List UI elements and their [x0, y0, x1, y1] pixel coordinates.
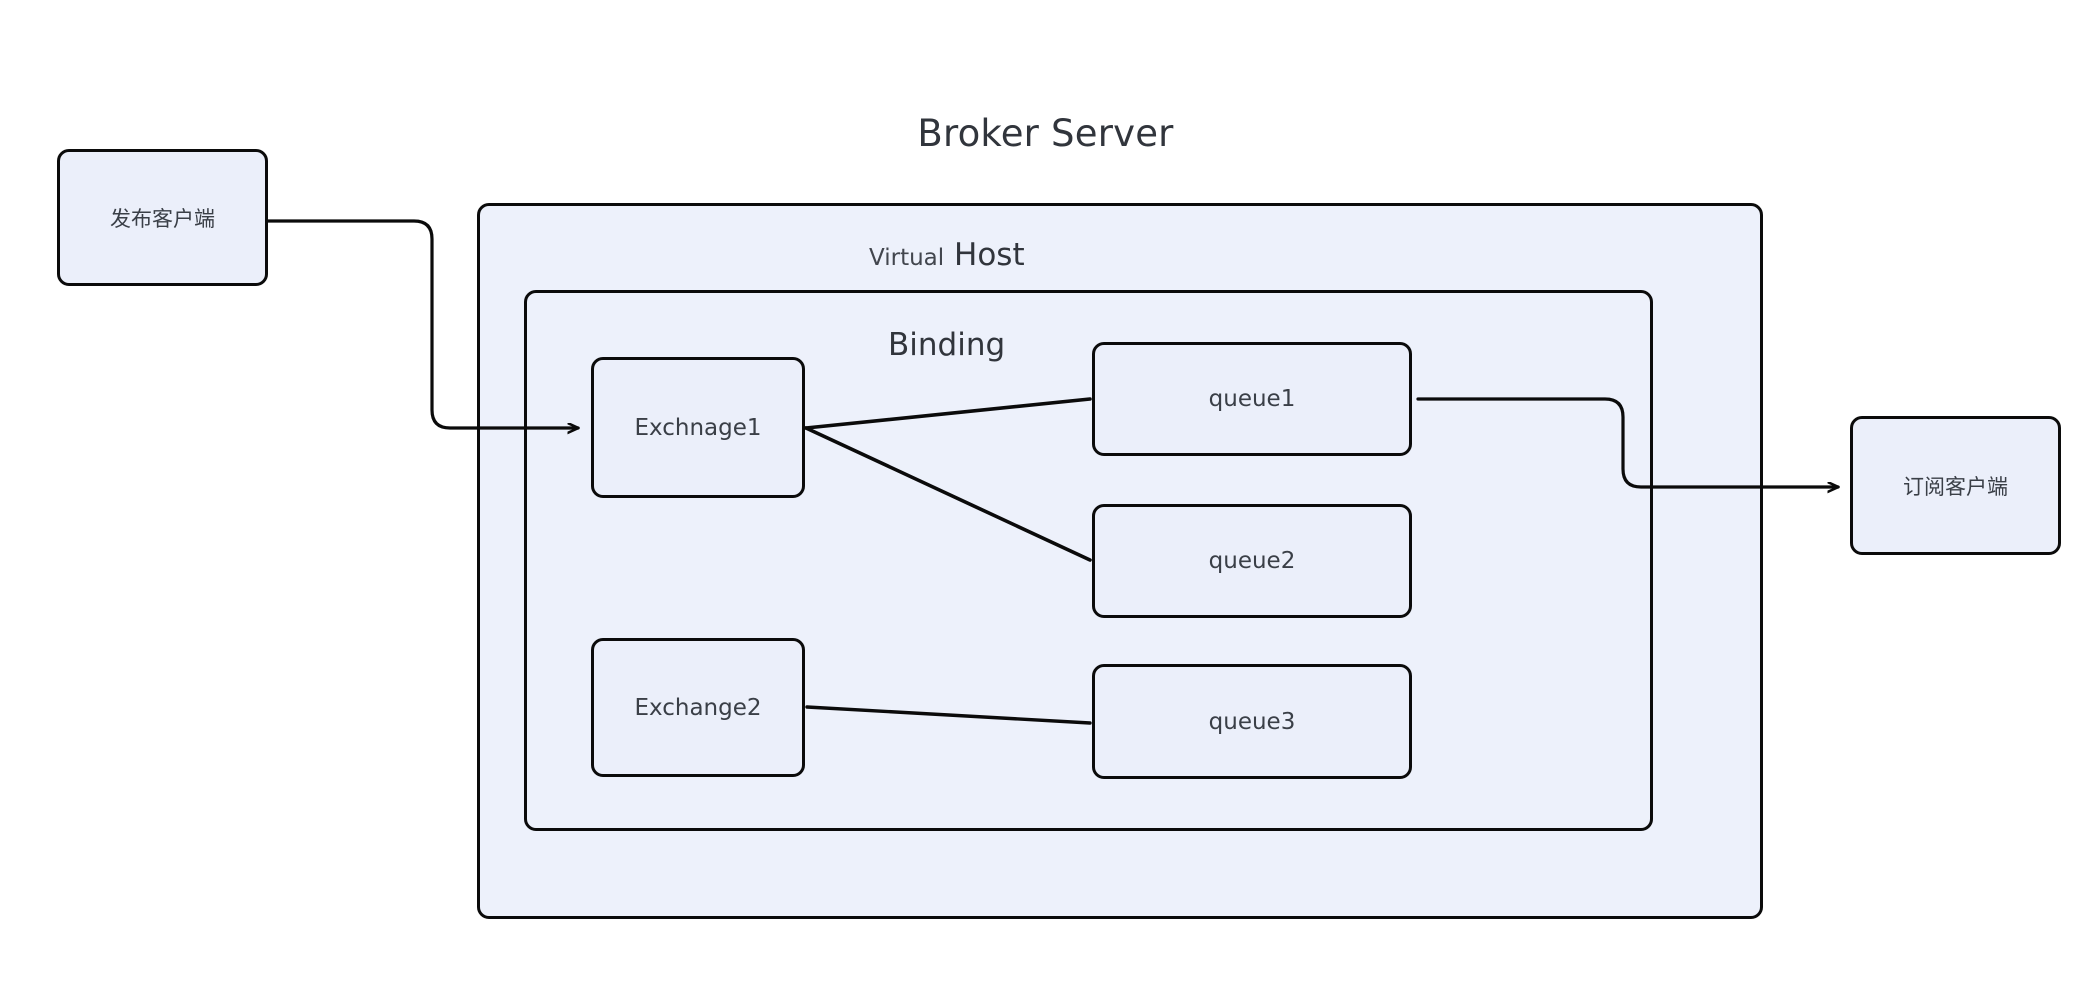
- queue1-node[interactable]: queue1: [1092, 342, 1412, 456]
- virtual-host-label-main: Host: [954, 237, 1025, 273]
- exchange1-node[interactable]: Exchnage1: [591, 357, 805, 498]
- virtual-host-label-prefix: Virtual: [869, 245, 945, 271]
- queue1-label: queue1: [1208, 386, 1296, 412]
- exchange2-label: Exchange2: [634, 694, 762, 721]
- publish-client-node[interactable]: 发布客户端: [57, 149, 268, 286]
- diagram-title: Broker Server: [917, 112, 1174, 155]
- queue3-node[interactable]: queue3: [1092, 664, 1412, 779]
- subscribe-client-node[interactable]: 订阅客户端: [1850, 416, 2061, 555]
- binding-label: Binding: [888, 327, 1006, 363]
- queue2-label: queue2: [1208, 548, 1296, 574]
- queue3-label: queue3: [1208, 708, 1296, 735]
- queue2-node[interactable]: queue2: [1092, 504, 1412, 618]
- subscribe-client-label: 订阅客户端: [1903, 474, 2008, 499]
- virtual-host-label: Virtual Host: [869, 237, 1025, 273]
- exchange2-node[interactable]: Exchange2: [591, 638, 805, 777]
- exchange1-label: Exchnage1: [634, 414, 762, 441]
- publish-client-label: 发布客户端: [110, 206, 215, 231]
